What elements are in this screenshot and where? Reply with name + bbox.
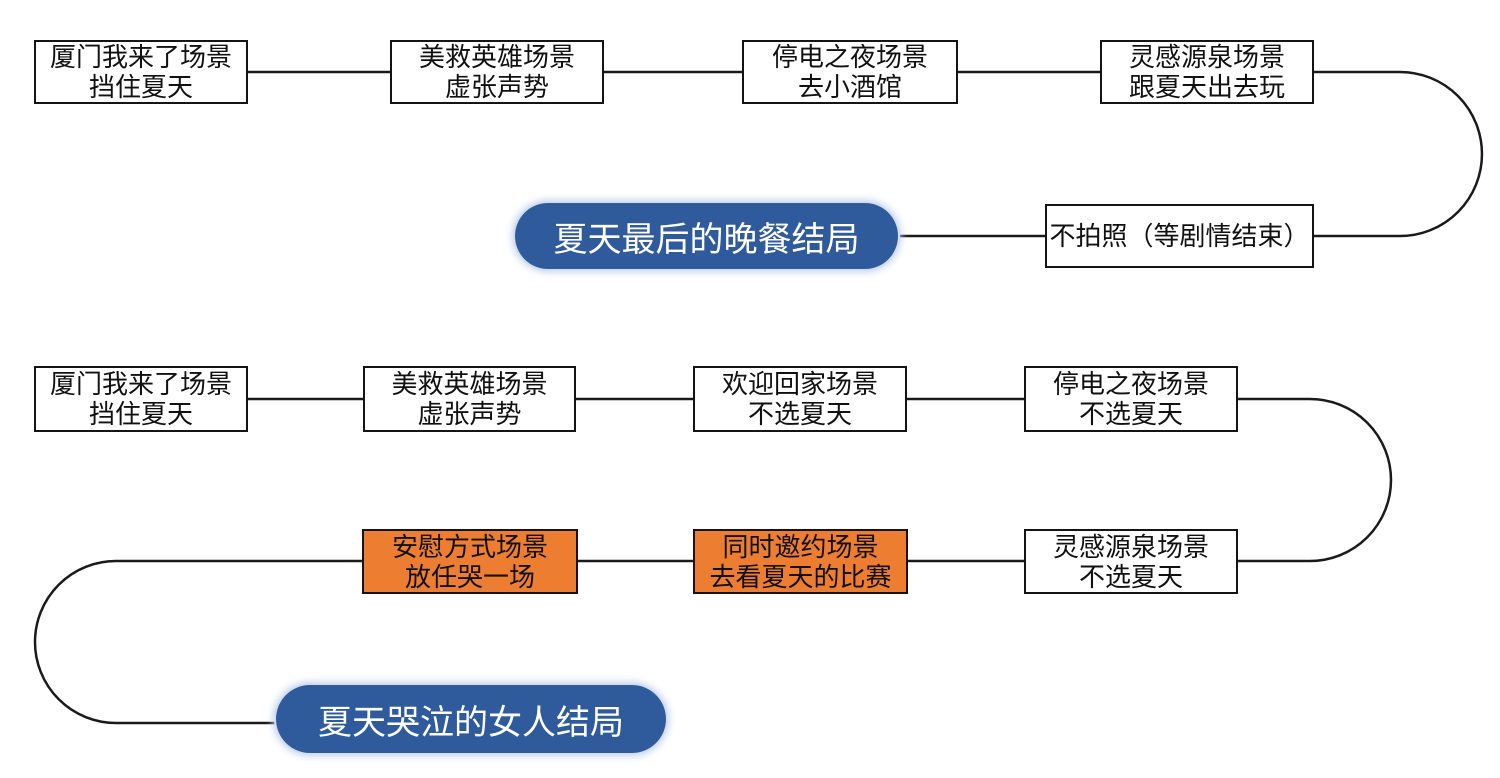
scene-node-choice: 不选夏天 [1078, 399, 1183, 429]
scene-node: 欢迎回家场景 不选夏天 [693, 366, 907, 432]
connector-curve [1238, 397, 1393, 563]
scene-node-choice: 跟夏天出去玩 [1128, 72, 1285, 102]
scene-node-label: 美救英雄场景 [418, 42, 575, 72]
scene-node: 美救英雄场景 虚张声势 [363, 366, 576, 432]
scene-node-label: 美救英雄场景 [391, 369, 548, 399]
scene-node: 美救英雄场景 虚张声势 [390, 40, 604, 104]
ending-node: 夏天最后的晚餐结局 [515, 203, 898, 269]
scene-node-choice: 挡住夏天 [88, 399, 193, 429]
connector-curve [1314, 70, 1484, 238]
ending-node-label: 夏天最后的晚餐结局 [553, 220, 860, 259]
ending-node-label: 夏天哭泣的女人结局 [318, 703, 624, 742]
scene-node: 厦门我来了场景 挡住夏天 [34, 40, 248, 104]
scene-node-choice: 去看夏天的比赛 [709, 561, 892, 592]
scene-node: 不拍照（等剧情结束） [1045, 204, 1314, 268]
scene-node-highlighted: 安慰方式场景 放任哭一场 [362, 529, 578, 594]
scene-node-choice: 虚张声势 [417, 399, 522, 429]
scene-node-label: 安慰方式场景 [391, 531, 548, 562]
scene-node-choice: 去小酒馆 [797, 72, 902, 102]
scene-node-label: 灵感源泉场景 [1128, 42, 1285, 72]
connector-curve [33, 559, 362, 725]
scene-node-label: 停电之夜场景 [1052, 369, 1209, 399]
scene-node: 厦门我来了场景 挡住夏天 [34, 366, 248, 432]
scene-node-choice: 不选夏天 [1078, 561, 1183, 592]
scene-node: 灵感源泉场景 不选夏天 [1024, 529, 1238, 594]
scene-node: 灵感源泉场景 跟夏天出去玩 [1100, 40, 1314, 104]
scene-node-label: 停电之夜场景 [771, 42, 928, 72]
scene-node-label: 同时邀约场景 [722, 531, 879, 562]
scene-node-choice: 挡住夏天 [88, 72, 193, 102]
scene-node: 停电之夜场景 去小酒馆 [742, 40, 958, 104]
scene-node-label: 厦门我来了场景 [49, 369, 232, 399]
scene-node: 停电之夜场景 不选夏天 [1024, 366, 1238, 432]
scene-node-choice: 放任哭一场 [404, 561, 535, 592]
scene-node-choice: 不选夏天 [747, 399, 852, 429]
scene-node-label: 厦门我来了场景 [49, 42, 232, 72]
ending-node: 夏天哭泣的女人结局 [276, 685, 666, 753]
scene-node-label: 欢迎回家场景 [721, 369, 878, 399]
scene-node-label: 不拍照（等剧情结束） [1049, 221, 1310, 251]
scene-node-highlighted: 同时邀约场景 去看夏天的比赛 [693, 529, 908, 594]
scene-node-choice: 虚张声势 [444, 72, 549, 102]
scene-node-label: 灵感源泉场景 [1052, 531, 1209, 562]
